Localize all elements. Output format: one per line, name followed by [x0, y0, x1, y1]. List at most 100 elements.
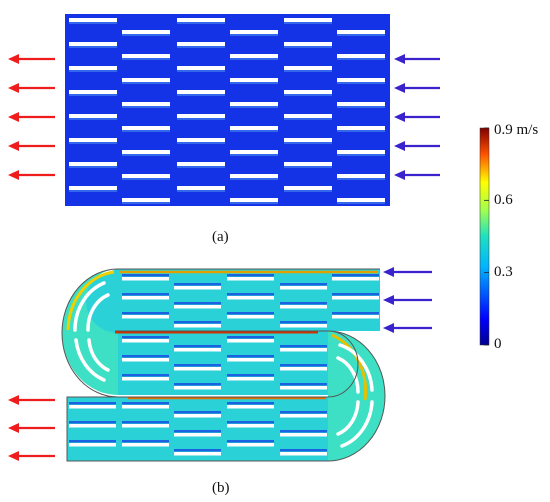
obstacle-bar [174, 367, 221, 371]
obstacle-bar [122, 150, 170, 154]
obstacle-wake [174, 383, 221, 386]
right-baffle-inner-2 [336, 400, 360, 436]
obstacle-wake [337, 58, 385, 60]
obstacle-wake [230, 154, 278, 156]
obstacle-bar [122, 30, 170, 34]
obstacle-bar [284, 90, 332, 94]
obstacle-wake [122, 34, 170, 36]
obstacle-wake [230, 58, 278, 60]
outlet-arrow [8, 83, 55, 93]
obstacle-bar [122, 277, 169, 281]
obstacle-bar [280, 286, 327, 290]
obstacle-bar [174, 324, 221, 328]
obstacle-bar [122, 296, 169, 300]
obstacle-bar [337, 150, 385, 154]
obstacle-wake [230, 106, 278, 108]
obstacle-wake [69, 94, 117, 96]
obstacle-bar [227, 424, 274, 428]
obstacle-bar [332, 296, 379, 300]
panel-b-right-baffles [336, 343, 374, 448]
obstacle-wake [174, 345, 221, 348]
obstacle-wake [227, 402, 274, 405]
obstacle-wake [337, 130, 385, 132]
obstacle-wake [280, 283, 327, 286]
panel-b-right-u-turn [328, 331, 385, 461]
obstacle-bar [122, 78, 170, 82]
panel-b-outlet-arrows [8, 395, 55, 461]
obstacle-wake [177, 142, 225, 144]
obstacle-wake [280, 411, 327, 414]
outlet-arrow [8, 112, 55, 122]
obstacle-bar [69, 90, 117, 94]
obstacle-wake [280, 321, 327, 324]
obstacle-bar [332, 315, 379, 319]
inlet-arrow [394, 83, 440, 93]
obstacle-wake [280, 449, 327, 452]
obstacle-bar [284, 114, 332, 118]
obstacle-wake [122, 106, 170, 108]
obstacle-bar [337, 54, 385, 58]
obstacle-bar [284, 42, 332, 46]
obstacle-bar [177, 42, 225, 46]
obstacle-wake [174, 449, 221, 452]
obstacle-wake [122, 58, 170, 60]
obstacle-bar [174, 414, 221, 418]
obstacle-bar [69, 424, 116, 428]
inlet-arrow [394, 170, 440, 180]
obstacle-bar [230, 54, 278, 58]
obstacle-bar [122, 405, 169, 409]
panel-a-domain [65, 14, 390, 206]
obstacle-bar [227, 339, 274, 343]
outlet-arrow [8, 54, 55, 64]
obstacle-bar [174, 433, 221, 437]
obstacle-wake [122, 374, 169, 377]
inlet-arrow [394, 54, 440, 64]
obstacle-bar [280, 305, 327, 309]
obstacle-wake [230, 130, 278, 132]
obstacle-bar [227, 277, 274, 281]
obstacle-bar [122, 339, 169, 343]
left-baffle-inner-2 [87, 338, 110, 372]
obstacle-wake [122, 421, 169, 424]
right-baffle-outer-2 [340, 400, 374, 448]
obstacle-wake [122, 82, 170, 84]
obstacle-wake [174, 283, 221, 286]
obstacle-wake [122, 402, 169, 405]
obstacle-wake [284, 70, 332, 72]
obstacle-wake [177, 70, 225, 72]
obstacle-wake [280, 345, 327, 348]
outlet-arrow [8, 423, 55, 433]
obstacle-wake [69, 421, 116, 424]
colorbar-tick-label-1: 0.6 [494, 192, 513, 208]
colorbar [479, 127, 490, 346]
left-baffle-outer-1 [73, 281, 106, 332]
obstacle-bar [122, 126, 170, 130]
obstacle-bar [284, 162, 332, 166]
obstacle-wake [174, 411, 221, 414]
panel-a [65, 14, 390, 206]
obstacle-bar [280, 386, 327, 390]
obstacle-wake [69, 440, 116, 443]
obstacle-wake [280, 430, 327, 433]
obstacle-bar [69, 443, 116, 447]
obstacle-wake [227, 274, 274, 277]
obstacle-bar [122, 174, 170, 178]
obstacle-wake [230, 82, 278, 84]
panel-b-high-velocity-streak-left [66, 270, 115, 331]
obstacle-bar [337, 198, 385, 202]
inlet-arrow [383, 323, 432, 333]
obstacle-wake [284, 190, 332, 192]
obstacle-wake [227, 374, 274, 377]
outlet-arrow [8, 395, 55, 405]
obstacle-bar [280, 324, 327, 328]
obstacle-bar [177, 90, 225, 94]
obstacle-bar [284, 186, 332, 190]
obstacle-bar [174, 348, 221, 352]
obstacle-wake [230, 178, 278, 180]
obstacle-bar [337, 126, 385, 130]
obstacle-bar [174, 386, 221, 390]
obstacle-wake [284, 22, 332, 24]
obstacle-wake [230, 34, 278, 36]
obstacle-bar [177, 186, 225, 190]
panel-b [61, 268, 386, 462]
